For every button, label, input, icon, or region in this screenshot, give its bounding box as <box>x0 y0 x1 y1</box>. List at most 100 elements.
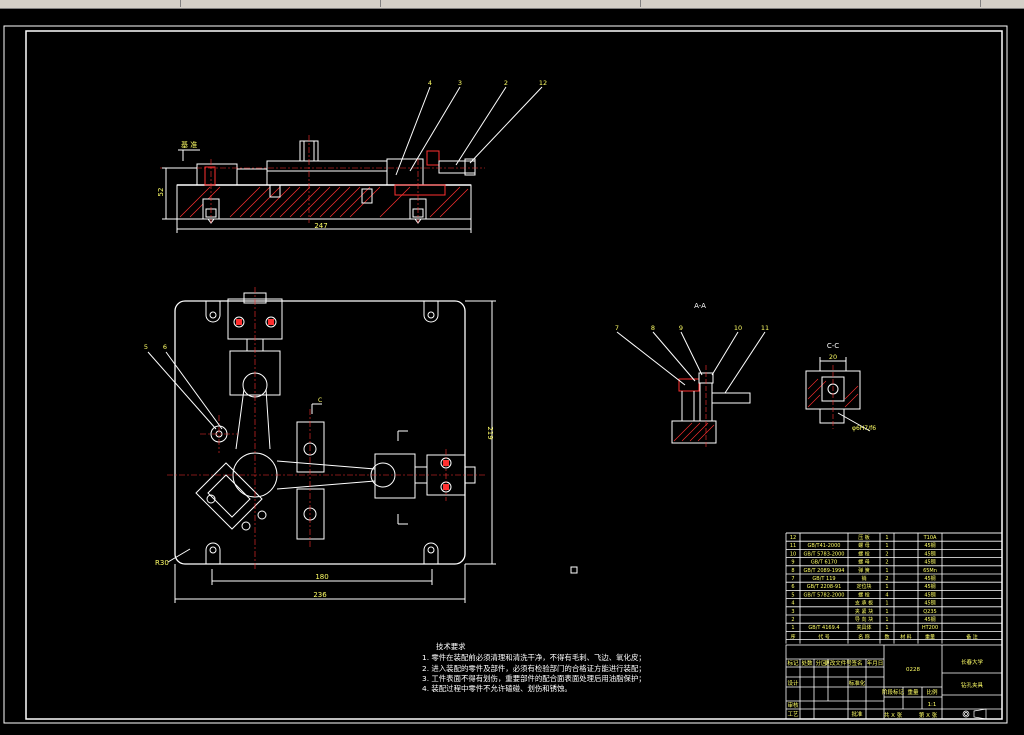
toolbar-field-4[interactable] <box>640 0 981 7</box>
toolbar-field-1[interactable] <box>0 0 181 7</box>
tb-row-6: 年月日 <box>867 659 884 667</box>
tb-row-4: 更改文件号 <box>824 659 852 667</box>
bom-header-material: 材 料 <box>900 633 912 640</box>
dim-top-width: 247 <box>314 222 327 230</box>
front-pressure-block <box>386 158 424 186</box>
std-label: 标准化 <box>849 679 866 687</box>
bom-row-name: 夹具体 <box>856 624 871 631</box>
cursor-marker <box>570 566 578 574</box>
note-line-4: 4. 装配过程中零件不允许磕碰、划伤和锈蚀。 <box>422 684 572 694</box>
bom-row-material: 45钢 <box>924 559 935 566</box>
toolbar-field-2[interactable] <box>180 0 381 7</box>
bom-row-material: 45钢 <box>924 591 935 598</box>
stage-label: 阶段标记 <box>882 688 905 696</box>
technical-requirements: 技术要求 1. 零件在装配前必须清理和清洗干净，不得有毛刺、飞边、氧化皮； 2.… <box>422 642 722 694</box>
bom-row-qty: 2 <box>885 576 888 582</box>
sheet-outer-border <box>3 25 1008 724</box>
drawing-title: 钻孔夹具 <box>961 681 984 689</box>
bom-row-material: 45钢 <box>924 575 935 582</box>
weight-label: 重量 <box>907 688 919 696</box>
front-view <box>160 86 543 233</box>
bom-header-weight: 重量 <box>925 633 935 640</box>
front-left-block <box>196 163 238 186</box>
scale-value: 1:1 <box>928 702 937 708</box>
bom-row-material: HT200 <box>922 625 938 631</box>
bom-row-name: 压 板 <box>858 534 870 541</box>
plan-lower-support <box>296 488 325 540</box>
dim-fit: φ6H7/f6 <box>852 425 876 432</box>
bom-row-qty: 1 <box>885 609 888 615</box>
tb-row-1: 标记 <box>787 659 799 667</box>
bom-header-qty: 数 <box>884 633 889 640</box>
review-label: 审核 <box>787 701 799 709</box>
bom-header-code: 代 号 <box>818 633 830 640</box>
bom-row-name: 螺 母 <box>858 559 870 566</box>
bom-row-name: 螺 栓 <box>858 591 870 598</box>
balloon-aa-4: 10 <box>734 324 742 332</box>
section-cc-label: C-C <box>827 342 839 350</box>
bom-row-code: GB/T41-2000 <box>808 543 841 549</box>
cad-toolbar <box>0 0 1024 9</box>
bom-header-name: 名 称 <box>858 633 870 640</box>
bom-row-qty: 1 <box>885 625 888 631</box>
bom-row-name: 弹 簧 <box>858 567 870 574</box>
notes-title: 技术要求 <box>436 642 466 651</box>
toolbar-field-3[interactable] <box>380 0 641 7</box>
bom-row-no: 11 <box>790 543 796 549</box>
bom-row-name: 夹 紧 块 <box>855 608 873 615</box>
bom-row-name: 定位块 <box>856 583 871 590</box>
bom-row-material: 45钢 <box>924 542 935 549</box>
tb-row-5: 签名 <box>851 659 862 667</box>
note-line-2: 2. 进入装配的零件及部件，必须有检验部门的合格证方能进行装配； <box>422 663 646 673</box>
corner-slots <box>205 301 439 564</box>
bom-row-no: 9 <box>791 560 794 566</box>
balloon-aa-1: 7 <box>615 324 619 332</box>
tb-row-2: 处数 <box>801 659 813 667</box>
drawing-sheet: 247 52 基 准 4 3 2 12 <box>3 25 1008 724</box>
bom-row-material: 65Mn <box>923 568 937 574</box>
section-aa-label: A-A <box>694 302 706 310</box>
title-block <box>785 644 1003 720</box>
bom-row-code: GB/T 2089-1994 <box>804 568 845 574</box>
drawing-canvas[interactable]: 247 52 基 准 4 3 2 12 <box>0 9 1024 731</box>
dim-plan-width: 236 <box>313 591 327 599</box>
balloon-aa-5: 11 <box>761 324 769 332</box>
title-block-text: 0228 长春大学 钻孔夹具 1:1 共 X 张 第 X 张 阶段标记 重量 比… <box>787 658 983 719</box>
balloon-top-4: 12 <box>539 79 547 87</box>
bom-row-code: GB/T 4169.4 <box>808 625 839 631</box>
bom-row-qty: 1 <box>885 543 888 549</box>
balloon-aa-2: 8 <box>651 324 655 332</box>
plan-upper-support <box>296 421 325 473</box>
bom-row-name: 销 <box>861 575 866 582</box>
bom-row-material: 45钢 <box>924 616 935 623</box>
bom-row-no: 6 <box>791 584 794 590</box>
bom-row-material: 45钢 <box>924 583 935 590</box>
plan-v-block <box>195 462 263 530</box>
bom-row-qty: 1 <box>885 535 888 541</box>
bom-header-remark: 备 注 <box>966 633 978 640</box>
bom-row-name: 螺 栓 <box>858 550 870 557</box>
bom-row-qty: 1 <box>885 601 888 607</box>
note-line-1: 1. 零件在装配前必须清理和清洗干净，不得有毛刺、飞边、氧化皮； <box>422 653 646 663</box>
bom-row-no: 3 <box>791 609 794 615</box>
sheet-index: 第 X 张 <box>919 711 938 719</box>
bom-table <box>785 532 1003 644</box>
bom-row-no: 12 <box>790 535 796 541</box>
tb-row-3: 分区 <box>815 659 827 667</box>
bom-row-material: 45钢 <box>924 600 935 607</box>
school-name: 长春大学 <box>961 658 984 666</box>
bom-row-qty: 1 <box>885 568 888 574</box>
bom-row-material: Q235 <box>923 609 936 615</box>
bom-row-no: 10 <box>790 551 796 557</box>
balloon-top-3: 2 <box>504 79 508 87</box>
cut-mark-label: C <box>318 397 322 404</box>
balloon-top-2: 3 <box>458 79 462 87</box>
sheet-count: 共 X 张 <box>884 711 903 719</box>
plan-view <box>147 287 496 603</box>
bom-row-qty: 2 <box>885 551 888 557</box>
drawing-number: 0228 <box>906 667 920 673</box>
aa-arm <box>711 392 751 404</box>
bom-row-material: 45钢 <box>924 550 935 557</box>
bom-row-qty: 2 <box>885 560 888 566</box>
bom-row-no: 4 <box>791 601 794 607</box>
